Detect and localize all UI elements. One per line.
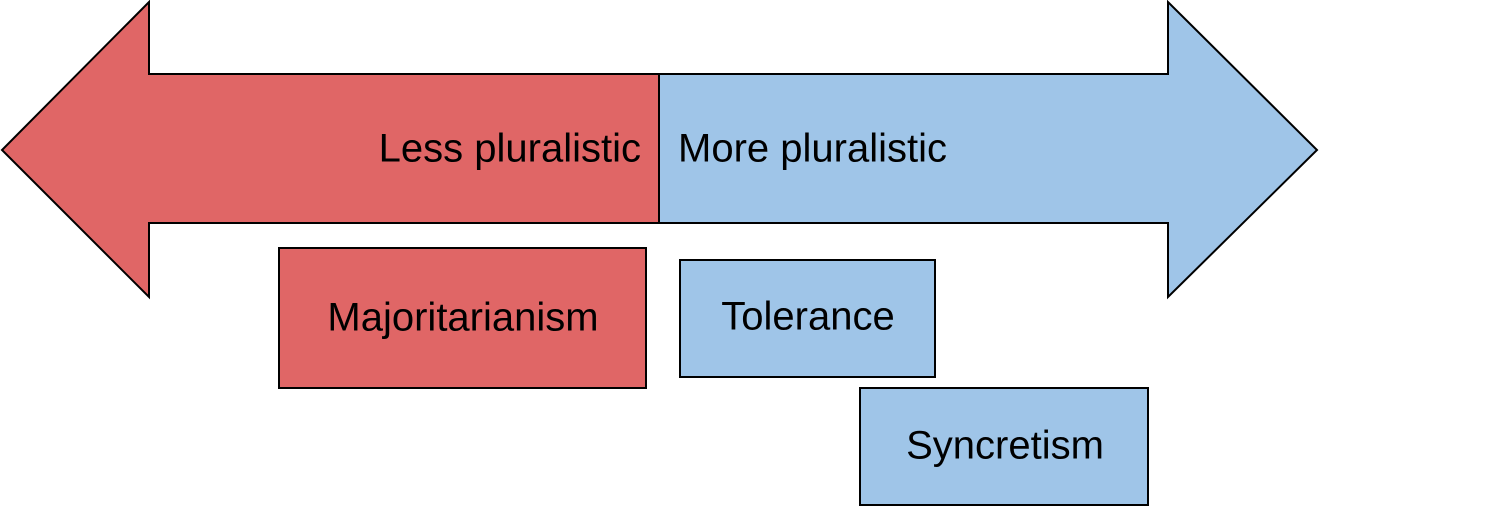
syncretism-box — [859, 387, 1149, 506]
tolerance-label: Tolerance — [721, 295, 894, 339]
more-pluralistic-label: More pluralistic — [678, 127, 947, 171]
majoritarianism-box — [278, 247, 647, 389]
tolerance-box — [679, 259, 936, 378]
majoritarianism-label: Majoritarianism — [327, 296, 598, 340]
less-pluralistic-arrow — [0, 0, 660, 300]
more-pluralistic-arrow — [658, 0, 1319, 300]
less-pluralistic-label: Less pluralistic — [379, 127, 641, 171]
syncretism-label: Syncretism — [906, 424, 1104, 468]
